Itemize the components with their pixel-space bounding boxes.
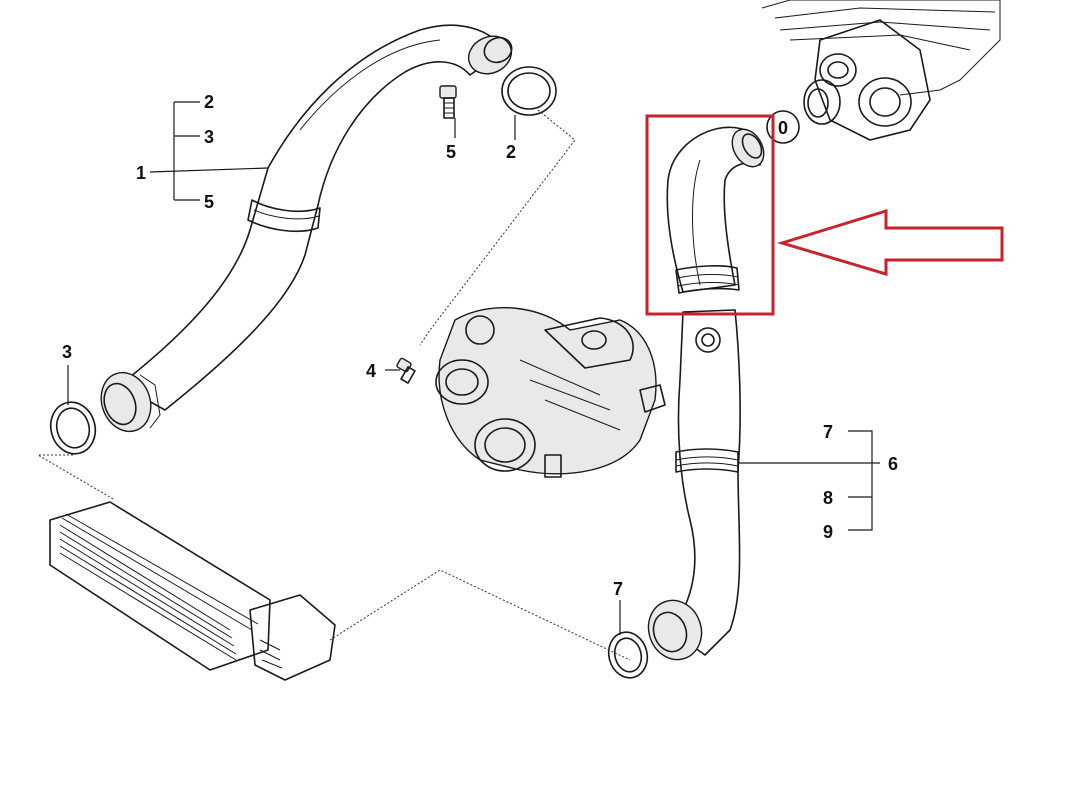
label-part-0: 0 xyxy=(778,118,788,138)
label-part-7-group: 7 xyxy=(823,422,833,442)
intake-module xyxy=(761,0,1001,141)
label-part-5-upper-group: 5 xyxy=(204,192,214,212)
bolt-upper xyxy=(439,85,457,119)
connection-line-lower xyxy=(329,569,631,661)
highlight-box xyxy=(645,114,775,316)
highlight-arrow xyxy=(776,208,1004,277)
o-ring-left xyxy=(49,401,97,455)
bolt-small xyxy=(396,357,416,384)
intercooler xyxy=(49,501,336,681)
label-part-5-bolt: 5 xyxy=(446,142,456,162)
charge-pipe-highlighted xyxy=(666,126,765,294)
connection-line-left xyxy=(36,454,116,501)
leader-lines xyxy=(67,101,880,635)
o-ring-lower xyxy=(607,631,649,679)
o-ring-zero xyxy=(766,110,800,144)
label-part-8: 8 xyxy=(823,488,833,508)
o-ring-upper xyxy=(501,66,557,116)
label-part-4: 4 xyxy=(366,361,376,381)
label-part-2-ring: 2 xyxy=(506,142,516,162)
label-part-9: 9 xyxy=(823,522,833,542)
turbocharger xyxy=(435,306,666,478)
label-part-6: 6 xyxy=(888,454,898,474)
label-part-7-ring: 7 xyxy=(613,579,623,599)
label-part-3-ring: 3 xyxy=(62,342,72,362)
label-part-3-upper-group: 3 xyxy=(204,127,214,147)
charge-pipe-lower xyxy=(647,309,741,661)
charge-pipe-upper xyxy=(100,24,513,433)
label-part-2-upper-group: 2 xyxy=(204,92,214,112)
label-part-1: 1 xyxy=(136,163,146,183)
